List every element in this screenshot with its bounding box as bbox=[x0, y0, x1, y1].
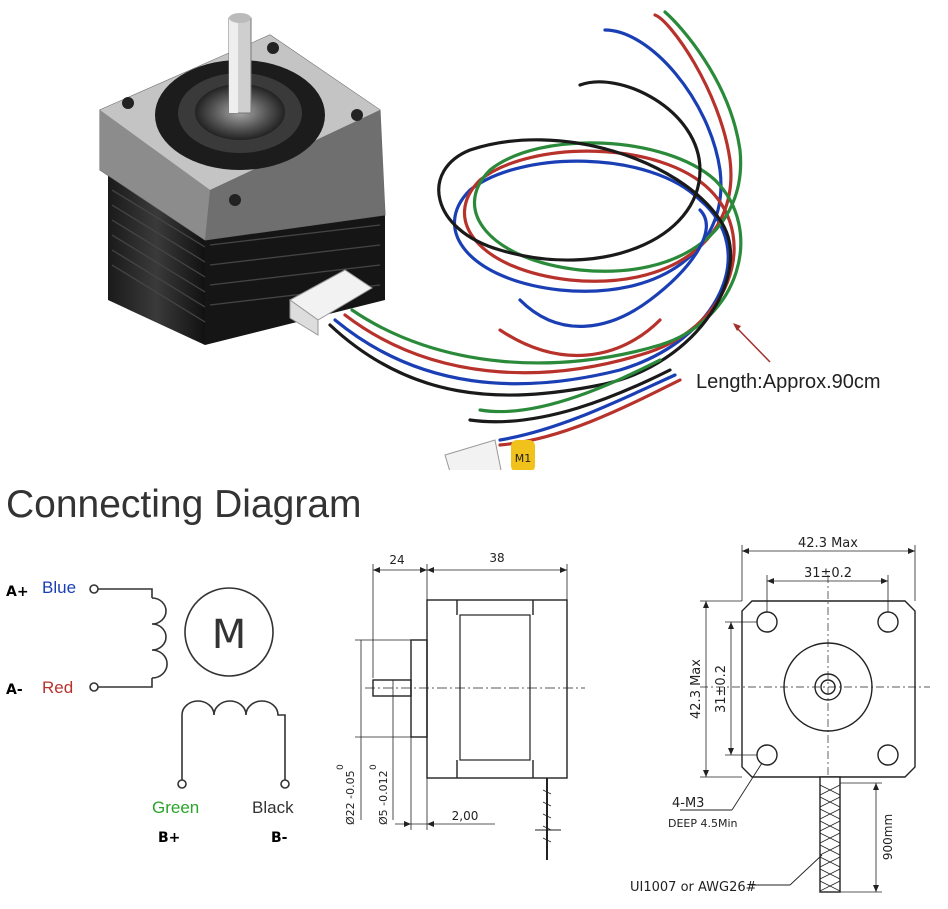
wiring-schematic: M bbox=[89, 584, 290, 789]
cable-length-label: 900mm bbox=[881, 814, 895, 860]
terminal-b-plus bbox=[177, 779, 187, 789]
motor-face-plate bbox=[99, 34, 386, 241]
terminal-b-minus bbox=[280, 779, 290, 789]
wire-bundle bbox=[328, 10, 743, 447]
pin-b-minus: B- bbox=[271, 830, 288, 846]
terminal-a-minus bbox=[89, 682, 99, 692]
motor-connector bbox=[289, 269, 373, 336]
front-view-drawing: 42.3 Max 31±0.2 42.3 Max 31±0.2 4-M3 DEE… bbox=[630, 536, 930, 895]
holes-spec-label: 4-M3 bbox=[672, 796, 704, 811]
side-view-drawing: 24 38 2,00 Ø22 -0.05 0 Ø5 -0.012 0 bbox=[336, 551, 585, 860]
stepper-motor-photo: M1 bbox=[99, 10, 771, 470]
motor-shaft bbox=[228, 13, 252, 114]
motor-symbol-label: M bbox=[212, 612, 247, 658]
terminal-a-plus bbox=[89, 584, 99, 594]
wire-green-label: Green bbox=[152, 798, 200, 817]
wire-black-label: Black bbox=[252, 798, 294, 817]
dim-boss-label: 2,00 bbox=[452, 809, 479, 823]
dim-shaft-dia-tol: 0 bbox=[369, 764, 379, 770]
length-annotation: Length:Approx.90cm bbox=[696, 371, 881, 393]
diagram-title: Connecting Diagram bbox=[6, 483, 362, 526]
dim-width-label: 42.3 Max bbox=[798, 536, 858, 551]
pin-b-plus: B+ bbox=[158, 830, 181, 846]
dim-hole-spacing-label: 31±0.2 bbox=[804, 566, 852, 581]
motor-body bbox=[108, 170, 385, 345]
pin-a-plus: A+ bbox=[6, 584, 29, 600]
depth-spec-label: DEEP 4.5Min bbox=[668, 817, 738, 830]
cable-tag-label: M1 bbox=[515, 452, 532, 465]
coil-a bbox=[151, 597, 168, 679]
dim-shaft-dia-label: Ø5 -0.012 bbox=[377, 770, 390, 825]
wire-red-label: Red bbox=[42, 678, 74, 697]
dim-body-label: 38 bbox=[489, 551, 504, 565]
dim-flange-label: 24 bbox=[389, 553, 404, 567]
dim-hole-spacing-v-label: 31±0.2 bbox=[714, 665, 729, 713]
dim-height-label: 42.3 Max bbox=[689, 659, 704, 719]
wire-blue-label: Blue bbox=[42, 578, 77, 597]
cable-spec-label: UI1007 or AWG26# bbox=[630, 880, 757, 895]
dim-boss-dia-label: Ø22 -0.05 bbox=[344, 770, 357, 825]
length-arrow bbox=[733, 323, 771, 363]
dim-boss-dia-tol: 0 bbox=[336, 764, 346, 770]
coil-b bbox=[181, 700, 286, 780]
cable-end-connector: M1 bbox=[444, 439, 535, 470]
pin-a-minus: A- bbox=[6, 682, 23, 698]
motor-symbol-circle bbox=[184, 587, 274, 677]
